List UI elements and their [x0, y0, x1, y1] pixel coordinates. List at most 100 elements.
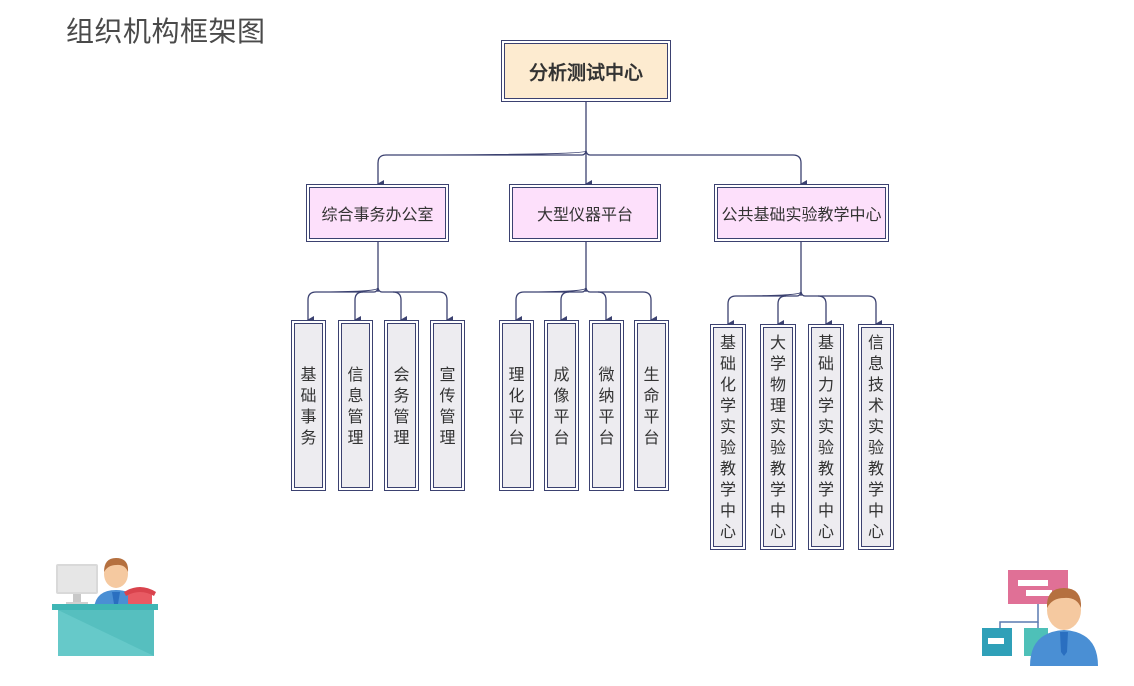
leaf-node[interactable]: 微纳平台 [589, 320, 624, 491]
leaf-label-char: 教 [769, 459, 786, 478]
leaf-label-char: 技 [867, 375, 884, 394]
root-node[interactable]: 分析测试中心 [501, 40, 671, 102]
leaf-label-char: 础 [719, 354, 736, 373]
leaf-label-char: 础 [300, 385, 317, 405]
page-title: 组织机构框架图 [66, 15, 266, 48]
leaf-label-char: 管 [393, 406, 410, 426]
department-label: 综合事务办公室 [309, 187, 446, 239]
leaf-label-char: 术 [867, 396, 884, 415]
leaf-node[interactable]: 会务管理 [384, 320, 419, 491]
leaf-label-char: 成 [553, 364, 570, 384]
leaf-label-char: 教 [817, 459, 834, 478]
leaf-label-char: 纳 [598, 385, 615, 405]
leaf-label-char: 务 [393, 385, 410, 405]
manager-with-org-chart-icon [982, 570, 1098, 666]
leaf-label-char: 基 [300, 364, 317, 384]
connector-dept1-branch-2 [392, 291, 407, 324]
leaf-label-char: 验 [867, 438, 884, 457]
leaf-label-char: 台 [643, 427, 660, 447]
leaf-label-char: 验 [817, 438, 834, 457]
leaf-label-char: 心 [817, 522, 834, 541]
leaf-label-char: 力 [817, 375, 834, 394]
department-node-instrument-platform[interactable]: 大型仪器平台 [509, 184, 661, 242]
leaf-label: 宣传管理 [439, 364, 455, 448]
connector-dept2-bus-bump [581, 287, 591, 293]
leaf-node[interactable]: 信息技术实验教学中心 [858, 324, 894, 550]
leaf-label-char: 验 [769, 438, 786, 457]
leaf-label-char: 微 [598, 364, 615, 384]
leaf-label-char: 命 [643, 385, 660, 405]
leaf-label: 基础事务 [300, 364, 316, 448]
department-node-teaching-center[interactable]: 公共基础实验教学中心 [714, 184, 889, 242]
leaf-label-char: 信 [867, 333, 884, 352]
leaf-node[interactable]: 基础事务 [291, 320, 326, 491]
connector-dept3-branch-1 [777, 295, 787, 328]
leaf-label: 信息技术实验教学中心 [868, 332, 884, 542]
leaf-label-char: 中 [719, 501, 736, 520]
leaf-label-char: 学 [769, 480, 786, 499]
leaf-label-char: 台 [553, 427, 570, 447]
leaf-label-char: 传 [439, 385, 456, 405]
leaf-node[interactable]: 基础化学实验教学中心 [710, 324, 746, 550]
leaf-node[interactable]: 生命平台 [634, 320, 669, 491]
root-label: 分析测试中心 [504, 43, 668, 99]
leaf-label-char: 化 [719, 375, 736, 394]
leaf-label: 大学物理实验教学中心 [770, 332, 786, 542]
connector-dept1-bus-left [315, 287, 379, 293]
leaf-label-char: 基 [719, 333, 736, 352]
connector-dept1-branch-0 [307, 291, 317, 324]
leaf-label-char: 平 [643, 406, 660, 426]
connector-dept1-branch-1 [354, 291, 364, 324]
leaf-node[interactable]: 成像平台 [544, 320, 579, 491]
leaf-label-char: 息 [867, 354, 884, 373]
leaf-label-char: 心 [867, 522, 884, 541]
leaf-label-char: 像 [553, 385, 570, 405]
leaf-label-char: 理 [508, 364, 525, 384]
connector-dept3-branch-0 [727, 295, 737, 328]
connector-dept1-branch-3 [438, 291, 453, 324]
leaf-label-char: 实 [719, 417, 736, 436]
connector-dept3-branch-2 [817, 295, 832, 328]
leaf-node[interactable]: 理化平台 [499, 320, 534, 491]
connector-root-branch-0 [377, 154, 387, 188]
leaf-label-char: 中 [817, 501, 834, 520]
leaf-label-char: 平 [553, 406, 570, 426]
connector-root-bus-left [385, 150, 587, 156]
leaf-label-char: 心 [769, 522, 786, 541]
leaf-label-char: 心 [719, 522, 736, 541]
leaf-label-char: 学 [817, 396, 834, 415]
leaf-label: 成像平台 [553, 364, 569, 448]
connector-dept3-branch-3 [867, 295, 882, 328]
leaf-label: 生命平台 [643, 364, 659, 448]
connector-dept2-branch-0 [515, 291, 525, 324]
leaf-label-char: 学 [719, 396, 736, 415]
leaf-label: 理化平台 [508, 364, 524, 448]
department-label: 公共基础实验教学中心 [717, 187, 886, 239]
leaf-label-char: 化 [508, 385, 525, 405]
office-worker-at-desk-icon [52, 558, 158, 656]
leaf-label: 微纳平台 [598, 364, 614, 448]
leaf-label-char: 物 [769, 375, 786, 394]
leaf-node[interactable]: 大学物理实验教学中心 [760, 324, 796, 550]
leaf-label-char: 台 [508, 427, 525, 447]
leaf-label-char: 管 [347, 406, 364, 426]
leaf-label-char: 教 [867, 459, 884, 478]
leaf-label-char: 实 [769, 417, 786, 436]
leaf-label-char: 学 [769, 354, 786, 373]
department-node-general-affairs[interactable]: 综合事务办公室 [306, 184, 449, 242]
leaf-node[interactable]: 基础力学实验教学中心 [808, 324, 844, 550]
leaf-label: 信息管理 [347, 364, 363, 448]
leaf-label-char: 学 [817, 480, 834, 499]
connector-dept2-branch-3 [642, 291, 657, 324]
connector-dept2-branch-2 [597, 291, 612, 324]
leaf-label-char: 中 [867, 501, 884, 520]
connector-root-bus-bump [581, 150, 591, 156]
leaf-node[interactable]: 信息管理 [338, 320, 373, 491]
leaf-label-char: 中 [769, 501, 786, 520]
leaf-label-char: 务 [300, 427, 317, 447]
leaf-label-char: 理 [393, 427, 410, 447]
leaf-label-char: 管 [439, 406, 456, 426]
leaf-node[interactable]: 宣传管理 [430, 320, 465, 491]
leaf-label-char: 理 [347, 427, 364, 447]
